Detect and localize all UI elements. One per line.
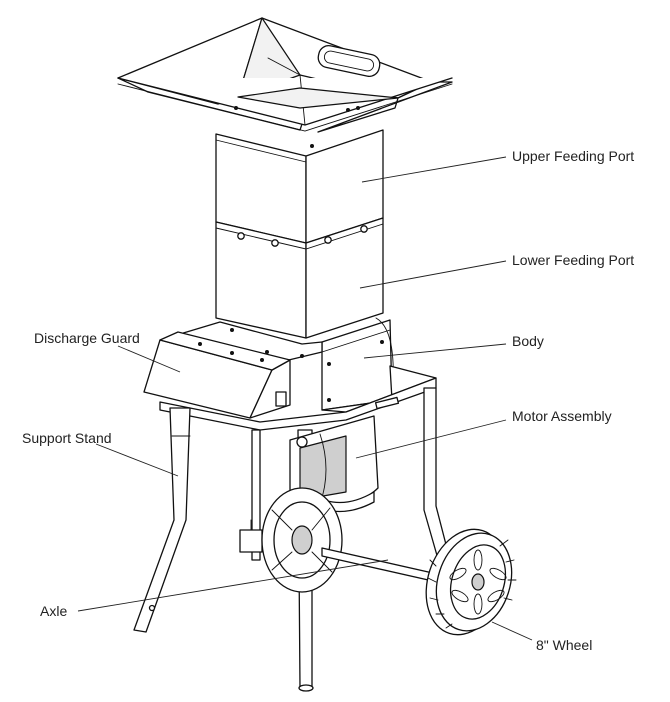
label-axle: Axle: [40, 603, 67, 619]
leader-lines: [77, 156, 533, 641]
label-body: Body: [512, 333, 544, 349]
leader-lower-feeding-port: [359, 260, 507, 289]
motor-assembly: [239, 415, 379, 553]
label-lower-feeding-port: Lower Feeding Port: [512, 252, 634, 268]
upper-feeding-port: [215, 129, 384, 244]
label-motor-assembly: Motor Assembly: [512, 408, 612, 424]
wheel-right: [425, 528, 517, 636]
label-support-stand: Support Stand: [22, 430, 112, 446]
label-wheel: 8" Wheel: [536, 637, 592, 653]
wheel-left: [261, 487, 343, 593]
support-stand: [133, 387, 451, 692]
leader-support-stand: [95, 443, 179, 477]
discharge-guard: [143, 331, 291, 419]
leader-motor-assembly: [355, 419, 507, 459]
label-discharge-guard: Discharge Guard: [34, 330, 140, 346]
hopper: [117, 17, 453, 154]
leader-axle: [77, 559, 389, 612]
leader-body: [363, 343, 507, 359]
lower-feeding-port: [215, 217, 384, 339]
leader-wheel: [491, 621, 533, 641]
body: [321, 317, 394, 411]
leader-upper-feeding-port: [361, 156, 507, 183]
label-upper-feeding-port: Upper Feeding Port: [512, 148, 634, 164]
leader-discharge-guard: [117, 345, 181, 373]
